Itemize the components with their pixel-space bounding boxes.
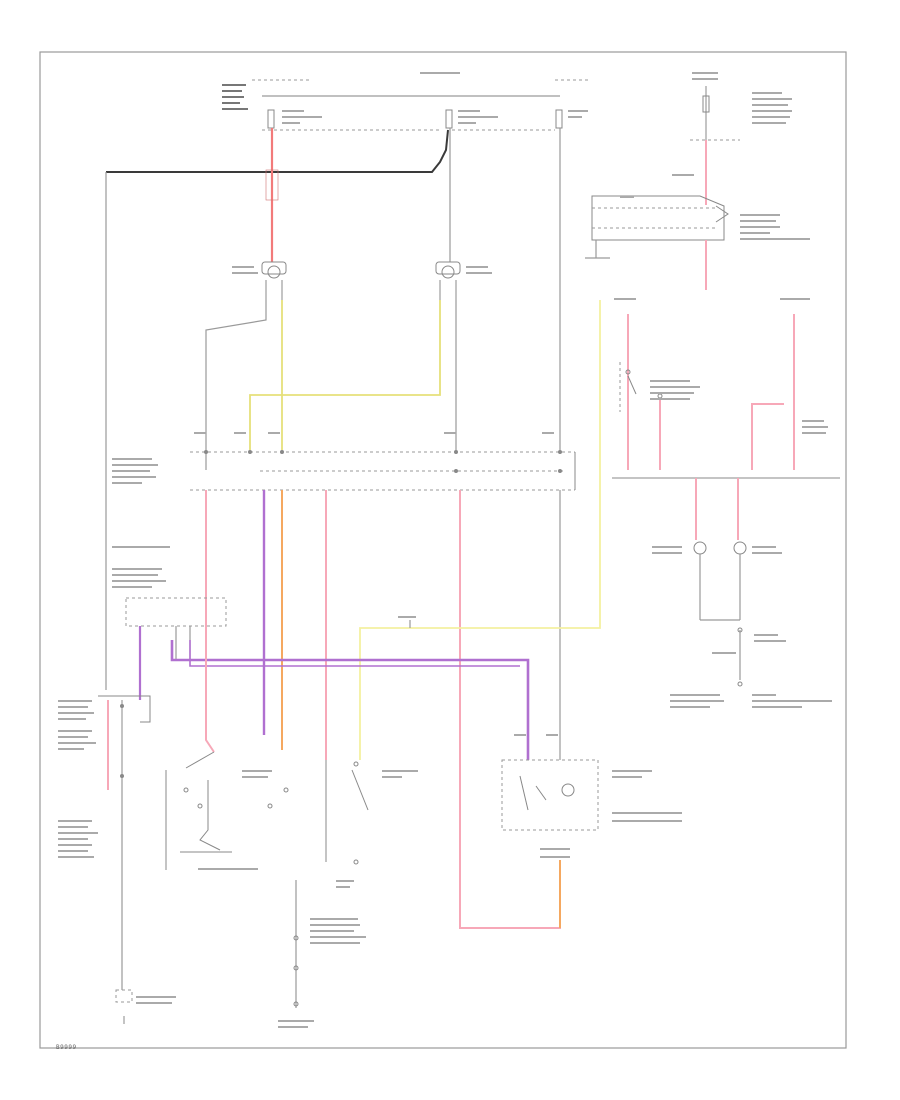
light-control-switch [165, 751, 297, 1008]
dark-supply-wire [106, 129, 449, 173]
fuse-block-top [222, 72, 590, 131]
left-switch-assembly [58, 695, 151, 990]
main-connector [112, 432, 576, 491]
left-control-module [112, 546, 227, 690]
footer-code: B9999 [56, 1044, 77, 1051]
right-headlight [435, 261, 492, 300]
right-connector [591, 195, 810, 241]
right-lamps [652, 478, 832, 708]
middle-switches [325, 760, 418, 888]
right-fuse [690, 72, 792, 141]
diagram-frame [39, 51, 847, 1049]
left-headlight [232, 261, 287, 300]
combination-meter [501, 734, 682, 858]
bottom-grounds [115, 918, 366, 1028]
right-relay-area [612, 298, 840, 479]
